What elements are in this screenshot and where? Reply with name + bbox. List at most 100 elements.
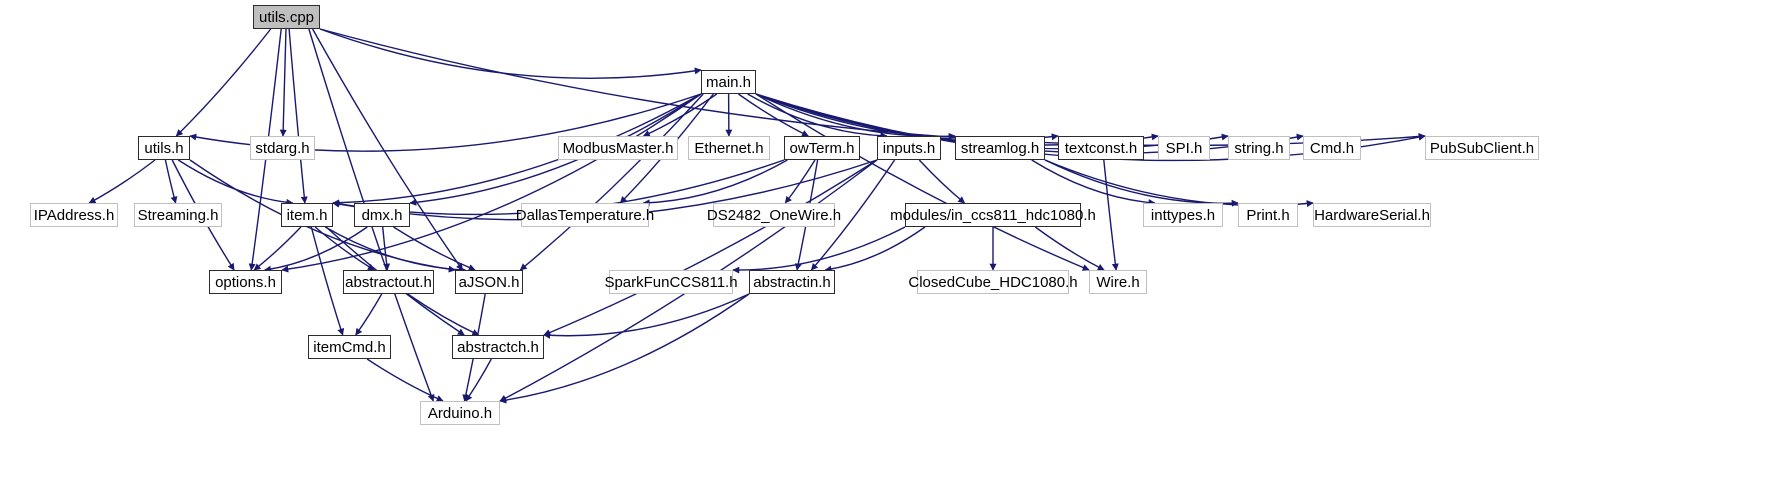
graph-node-utils-h[interactable]: utils.h (138, 136, 190, 160)
graph-edge (355, 293, 383, 336)
graph-node-modbusmaster-h[interactable]: ModbusMaster.h (558, 136, 678, 160)
graph-node-streaming-h[interactable]: Streaming.h (134, 203, 222, 227)
graph-node-abstractout-h[interactable]: abstractout.h (343, 270, 434, 294)
graph-edge (314, 226, 375, 271)
graph-edge (747, 93, 888, 140)
graph-edge (755, 93, 1059, 141)
graph-edge (407, 293, 480, 336)
graph-edge (642, 93, 718, 137)
graph-edge (1103, 159, 1119, 271)
graph-edge (319, 28, 1426, 147)
graph-node-label: utils.h (144, 139, 184, 157)
graph-node-label: dmx.h (361, 206, 403, 224)
graph-node-ethernet-h[interactable]: Ethernet.h (688, 136, 770, 160)
graph-edge (366, 358, 444, 402)
graph-edge (784, 159, 816, 204)
graph-node-dallastemp-h[interactable]: DallasTemperature.h (516, 203, 654, 227)
graph-edge (281, 93, 702, 273)
graph-edge (264, 226, 368, 273)
graph-node-label: item.h (286, 206, 328, 224)
graph-node-textconst-h[interactable]: textconst.h (1058, 136, 1144, 160)
graph-node-in-ccs811-h[interactable]: modules/in_ccs811_hdc1080.h (890, 203, 1096, 227)
graph-node-label: abstractout.h (345, 273, 432, 291)
graph-edge (164, 159, 178, 204)
graph-edge (918, 159, 966, 204)
graph-node-ajson-h[interactable]: aJSON.h (455, 270, 523, 294)
graph-node-cmd-h[interactable]: Cmd.h (1303, 136, 1361, 160)
graph-node-pubsubclient-h[interactable]: PubSubClient.h (1425, 136, 1539, 160)
graph-node-stdarg-h[interactable]: stdarg.h (250, 136, 315, 160)
graph-node-label: DS2482_OneWire.h (706, 206, 842, 224)
graph-node-label: Streaming.h (137, 206, 219, 224)
graph-node-utils-cpp[interactable]: utils.cpp (253, 5, 320, 29)
graph-node-label: streamlog.h (960, 139, 1040, 157)
graph-node-label: DallasTemperature.h (515, 206, 655, 224)
graph-edge (310, 226, 345, 336)
graph-edge (253, 226, 302, 271)
graph-node-label: itemCmd.h (313, 338, 386, 356)
graph-node-print-h[interactable]: Print.h (1238, 203, 1298, 227)
graph-node-label: Cmd.h (1309, 139, 1355, 157)
graph-edge (1034, 226, 1105, 271)
graph-node-inputs-h[interactable]: inputs.h (877, 136, 941, 160)
graph-edge (288, 28, 308, 204)
graph-edge (1044, 159, 1239, 207)
graph-node-inttypes-h[interactable]: inttypes.h (1143, 203, 1223, 227)
graph-node-label: abstractin.h (753, 273, 831, 291)
graph-node-label: PubSubClient.h (1429, 139, 1535, 157)
graph-node-hardwareserial-h[interactable]: HardwareSerial.h (1313, 203, 1431, 227)
graph-edge (1044, 159, 1314, 208)
graph-node-sparkfunccs811-h[interactable]: SparkFunCCS811.h (604, 270, 738, 294)
graph-node-string-h[interactable]: string.h (1228, 136, 1290, 160)
graph-edge (755, 93, 1090, 271)
graph-edge (393, 226, 476, 271)
graph-node-spi-h[interactable]: SPI.h (1158, 136, 1210, 160)
graph-node-owterm-h[interactable]: owTerm.h (784, 136, 860, 160)
graph-node-item-h[interactable]: item.h (281, 203, 333, 227)
graph-edge (737, 93, 809, 137)
graph-node-ds2482-h[interactable]: DS2482_OneWire.h (707, 203, 841, 227)
graph-node-label: SPI.h (1165, 139, 1203, 157)
graph-edge (382, 226, 391, 271)
graph-edge (519, 93, 704, 271)
graph-node-arduino-h[interactable]: Arduino.h (420, 401, 500, 425)
graph-node-wire-h[interactable]: Wire.h (1089, 270, 1147, 294)
graph-node-label: modules/in_ccs811_hdc1080.h (890, 206, 1096, 224)
graph-node-label: stdarg.h (255, 139, 310, 157)
graph-node-label: aJSON.h (458, 273, 520, 291)
graph-node-itemcmd-h[interactable]: itemCmd.h (308, 335, 391, 359)
graph-edge (88, 159, 156, 204)
graph-node-closedcube-h[interactable]: ClosedCube_HDC1080.h (908, 270, 1078, 294)
graph-node-abstractch-h[interactable]: abstractch.h (452, 335, 544, 359)
graph-node-abstractin-h[interactable]: abstractin.h (749, 270, 835, 294)
graph-node-label: ClosedCube_HDC1080.h (908, 273, 1078, 291)
graph-node-label: SparkFunCCS811.h (604, 273, 738, 291)
graph-node-label: IPAddress.h (33, 206, 115, 224)
graph-node-label: abstractch.h (457, 338, 539, 356)
graph-edge (1031, 159, 1156, 206)
graph-node-label: options.h (215, 273, 276, 291)
graph-edge (319, 28, 702, 79)
graph-node-ipaddress-h[interactable]: IPAddress.h (30, 203, 118, 227)
graph-node-label: utils.cpp (258, 8, 315, 26)
graph-node-label: inputs.h (882, 139, 936, 157)
graph-edge (543, 159, 878, 336)
graph-node-main-h[interactable]: main.h (701, 70, 756, 94)
graph-node-label: HardwareSerial.h (1314, 206, 1430, 224)
graph-edge (465, 358, 492, 402)
graph-edge (732, 226, 906, 274)
graph-node-label: string.h (1234, 139, 1284, 157)
graph-edge (543, 293, 750, 339)
graph-node-options-h[interactable]: options.h (209, 270, 282, 294)
graph-node-label: Wire.h (1096, 273, 1140, 291)
graph-edge (177, 159, 294, 206)
graph-edge (755, 93, 956, 140)
graph-node-dmx-h[interactable]: dmx.h (354, 203, 410, 227)
graph-edge (824, 226, 926, 273)
graph-edge (279, 28, 287, 137)
graph-node-label: textconst.h (1064, 139, 1138, 157)
graph-edge (175, 28, 272, 137)
graph-node-streamlog-h[interactable]: streamlog.h (955, 136, 1045, 160)
